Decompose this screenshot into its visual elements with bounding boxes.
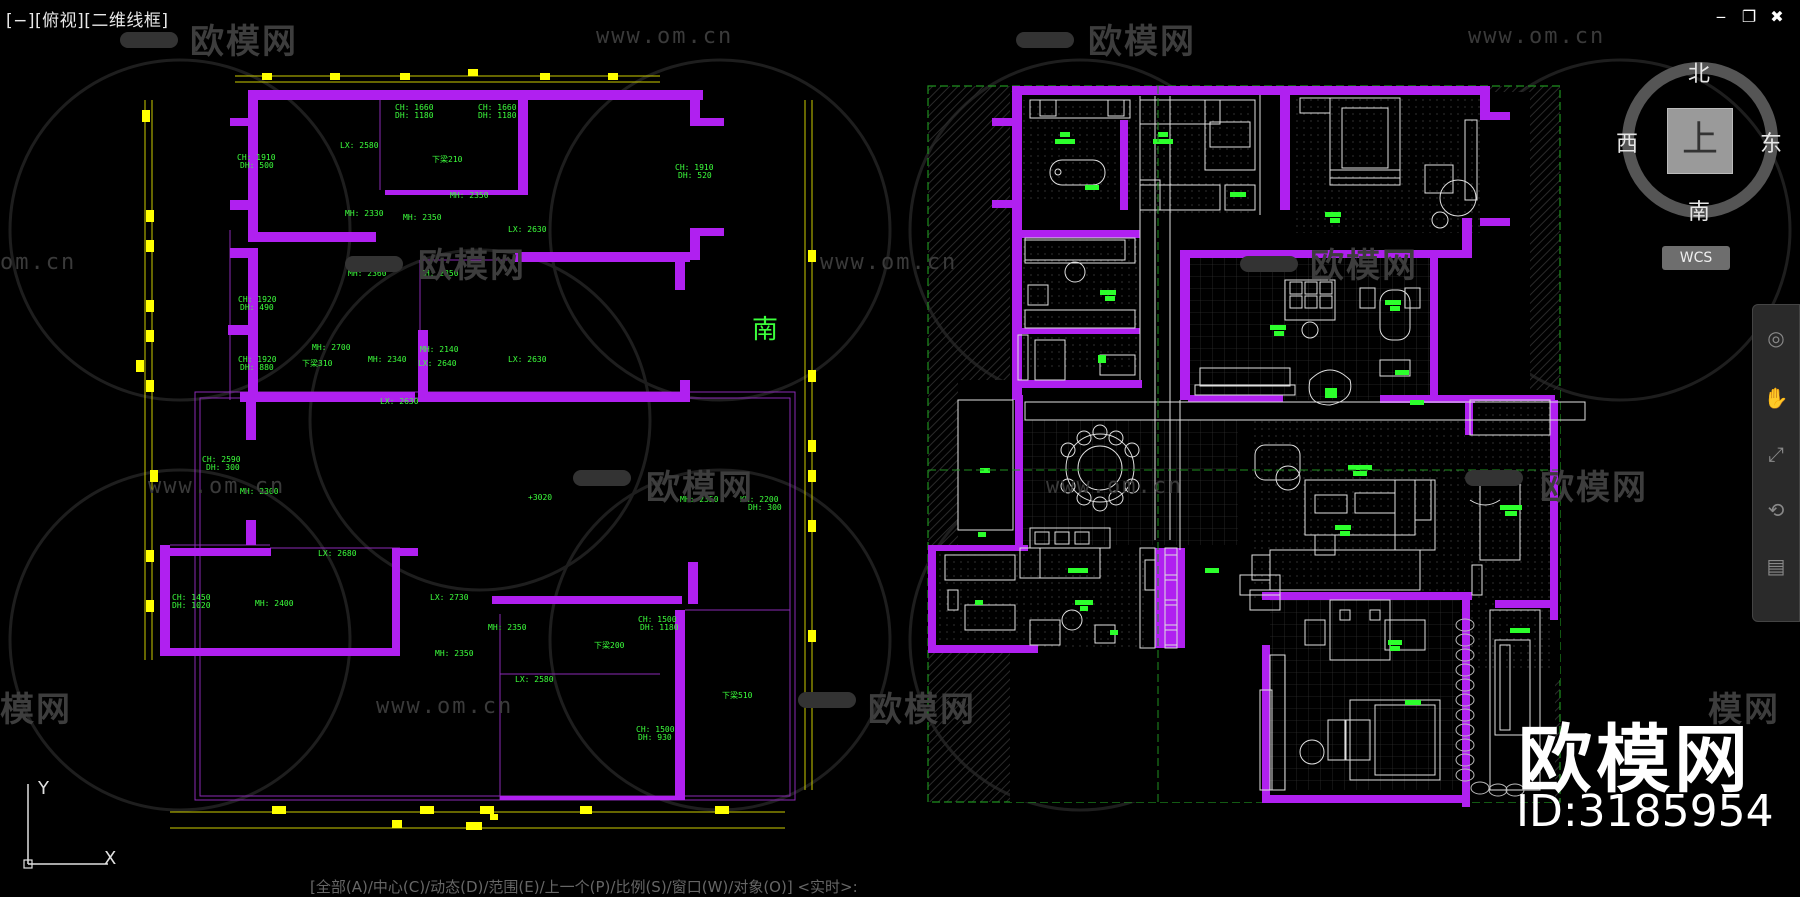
- watermark-brand: 模网: [0, 690, 72, 730]
- svg-text:DH: 930: DH: 930: [638, 733, 672, 742]
- svg-text:MH: 2350: MH: 2350: [420, 269, 459, 278]
- zoom-extents-icon[interactable]: ⤢: [1768, 442, 1784, 466]
- svg-text:DH: 490: DH: 490: [240, 303, 274, 312]
- svg-text:CH: 1660: CH: 1660: [395, 103, 434, 112]
- watermark-brand: 欧模网: [646, 468, 754, 508]
- svg-text:MH: 2350: MH: 2350: [435, 649, 474, 658]
- command-line-prompt[interactable]: [全部(A)/中心(C)/动态(D)/范围(E)/上一个(P)/比例(S)/窗口…: [310, 878, 858, 896]
- svg-text:CH: 1500: CH: 1500: [636, 725, 675, 734]
- watermark-logos: [120, 32, 1523, 708]
- svg-text:KH: 2200: KH: 2200: [740, 495, 779, 504]
- svg-text:DH: 1020: DH: 1020: [172, 601, 211, 610]
- svg-text:MH: 2340: MH: 2340: [368, 355, 407, 364]
- svg-text:DH: 300: DH: 300: [206, 463, 240, 472]
- svg-text:下梁200: 下梁200: [594, 641, 625, 650]
- svg-text:下梁310: 下梁310: [302, 359, 333, 368]
- svg-text:CH: 2590: CH: 2590: [202, 455, 241, 464]
- watermark-brand: 欧模网: [190, 22, 298, 62]
- viewcube-north[interactable]: 北: [1688, 62, 1711, 87]
- wcs-menu[interactable]: WCS: [1662, 246, 1730, 270]
- svg-text:LX: 2580: LX: 2580: [340, 141, 379, 150]
- svg-text:LX: 2730: LX: 2730: [430, 593, 469, 602]
- pan-icon[interactable]: ✋: [1763, 386, 1789, 410]
- svg-text:X: X: [104, 848, 116, 869]
- svg-text:DH: 520: DH: 520: [678, 171, 712, 180]
- svg-text:MH: 2330: MH: 2330: [345, 209, 384, 218]
- viewcube-south[interactable]: 南: [1688, 200, 1711, 225]
- brand-id: ID:3185954: [1516, 786, 1774, 837]
- svg-text:CH: 1920: CH: 1920: [238, 355, 277, 364]
- navigation-bar: ◎ ✋ ⤢ ⟲ ▤: [1752, 304, 1800, 622]
- svg-text:DH: 1180: DH: 1180: [395, 111, 434, 120]
- svg-text:DH: 300: DH: 300: [748, 503, 782, 512]
- minimize-icon[interactable]: ‒: [1715, 7, 1727, 26]
- watermark-url: www.om.cn: [148, 474, 286, 499]
- svg-text:CH: 1450: CH: 1450: [172, 593, 211, 602]
- watermark-brand: 欧模网: [1540, 468, 1648, 508]
- viewcube[interactable]: 北 西 东 南 上 WCS: [1610, 50, 1790, 270]
- svg-text:MH: 2400: MH: 2400: [255, 599, 294, 608]
- watermark-brand: 欧模网: [1088, 22, 1196, 62]
- plan-left: CH: 1660 DH: 1180 CH: 1660 DH: 1180 LX: …: [136, 69, 816, 830]
- svg-text:MH: 2140: MH: 2140: [420, 345, 459, 354]
- svg-text:LX: 2640: LX: 2640: [418, 359, 457, 368]
- plan-left-dimension-ticks: [136, 69, 816, 830]
- watermark-url: www.om.cn: [596, 24, 734, 49]
- svg-text:MH: 2350: MH: 2350: [680, 495, 719, 504]
- plan-right-tags: [975, 132, 1530, 705]
- plan-left-walls: [160, 90, 724, 800]
- svg-text:CH: 1910: CH: 1910: [237, 153, 276, 162]
- svg-text:DH: 500: DH: 500: [240, 161, 274, 170]
- plan-left-annotations: CH: 1660 DH: 1180 CH: 1660 DH: 1180 LX: …: [172, 103, 782, 742]
- svg-text:MH: 2700: MH: 2700: [312, 343, 351, 352]
- svg-text:CH: 1660: CH: 1660: [478, 103, 517, 112]
- svg-text:LX: 2630: LX: 2630: [508, 355, 547, 364]
- svg-text:Y: Y: [37, 778, 50, 799]
- compass-label: 南: [752, 315, 778, 345]
- watermark-brand: 模网: [1708, 690, 1780, 730]
- svg-text:CH: 1910: CH: 1910: [675, 163, 714, 172]
- svg-text:DH: 880: DH: 880: [240, 363, 274, 372]
- svg-text:下梁210: 下梁210: [432, 155, 463, 164]
- svg-text:LX: 2680: LX: 2680: [318, 549, 357, 558]
- restore-icon[interactable]: ❐: [1741, 7, 1757, 26]
- close-icon[interactable]: ✖: [1770, 7, 1784, 26]
- svg-text:LX: 2630: LX: 2630: [380, 397, 419, 406]
- svg-text:LX: 2630: LX: 2630: [508, 225, 547, 234]
- watermark-url: www.om.cn: [820, 250, 958, 275]
- viewcube-top-face[interactable]: 上: [1667, 108, 1733, 174]
- svg-text:下梁510: 下梁510: [722, 691, 753, 700]
- svg-text:DH: 1180: DH: 1180: [640, 623, 679, 632]
- viewcube-ring: [1622, 62, 1778, 218]
- plan-right-furniture: [944, 95, 1586, 797]
- steering-wheel-icon[interactable]: ◎: [1767, 326, 1785, 350]
- svg-text:+3020: +3020: [528, 493, 552, 502]
- watermark-brand: 欧模网: [1310, 246, 1418, 286]
- watermark-brand: 欧模网: [418, 246, 526, 286]
- svg-text:CH: 1500: CH: 1500: [638, 615, 677, 624]
- svg-text:LX: 2580: LX: 2580: [515, 675, 554, 684]
- svg-text:MH: 2350: MH: 2350: [403, 213, 442, 222]
- viewport-label[interactable]: [−][俯视][二维线框]: [6, 11, 169, 31]
- showmotion-icon[interactable]: ▤: [1766, 554, 1786, 578]
- svg-text:MH: 2300: MH: 2300: [240, 487, 279, 496]
- watermark-brand: 欧模网: [868, 690, 976, 730]
- viewcube-east[interactable]: 东: [1760, 132, 1783, 157]
- watermark-url: www.om.cn: [1468, 24, 1606, 49]
- ucs-icon: Y X: [23, 778, 116, 869]
- watermark-url: www.om.cn: [1046, 474, 1184, 499]
- svg-text:CH: 1920: CH: 1920: [238, 295, 277, 304]
- svg-text:MH: 2360: MH: 2360: [348, 269, 387, 278]
- svg-text:DH: 1180: DH: 1180: [478, 111, 517, 120]
- watermark-url: om.cn: [0, 250, 77, 275]
- orbit-icon[interactable]: ⟲: [1767, 498, 1785, 522]
- viewcube-west[interactable]: 西: [1616, 132, 1639, 157]
- watermark-url: www.om.cn: [376, 694, 514, 719]
- svg-text:MH: 2350: MH: 2350: [488, 623, 527, 632]
- plan-right: [927, 85, 1586, 807]
- brand-overlay: 欧模网: [1518, 717, 1752, 803]
- svg-text:MH: 2350: MH: 2350: [450, 191, 489, 200]
